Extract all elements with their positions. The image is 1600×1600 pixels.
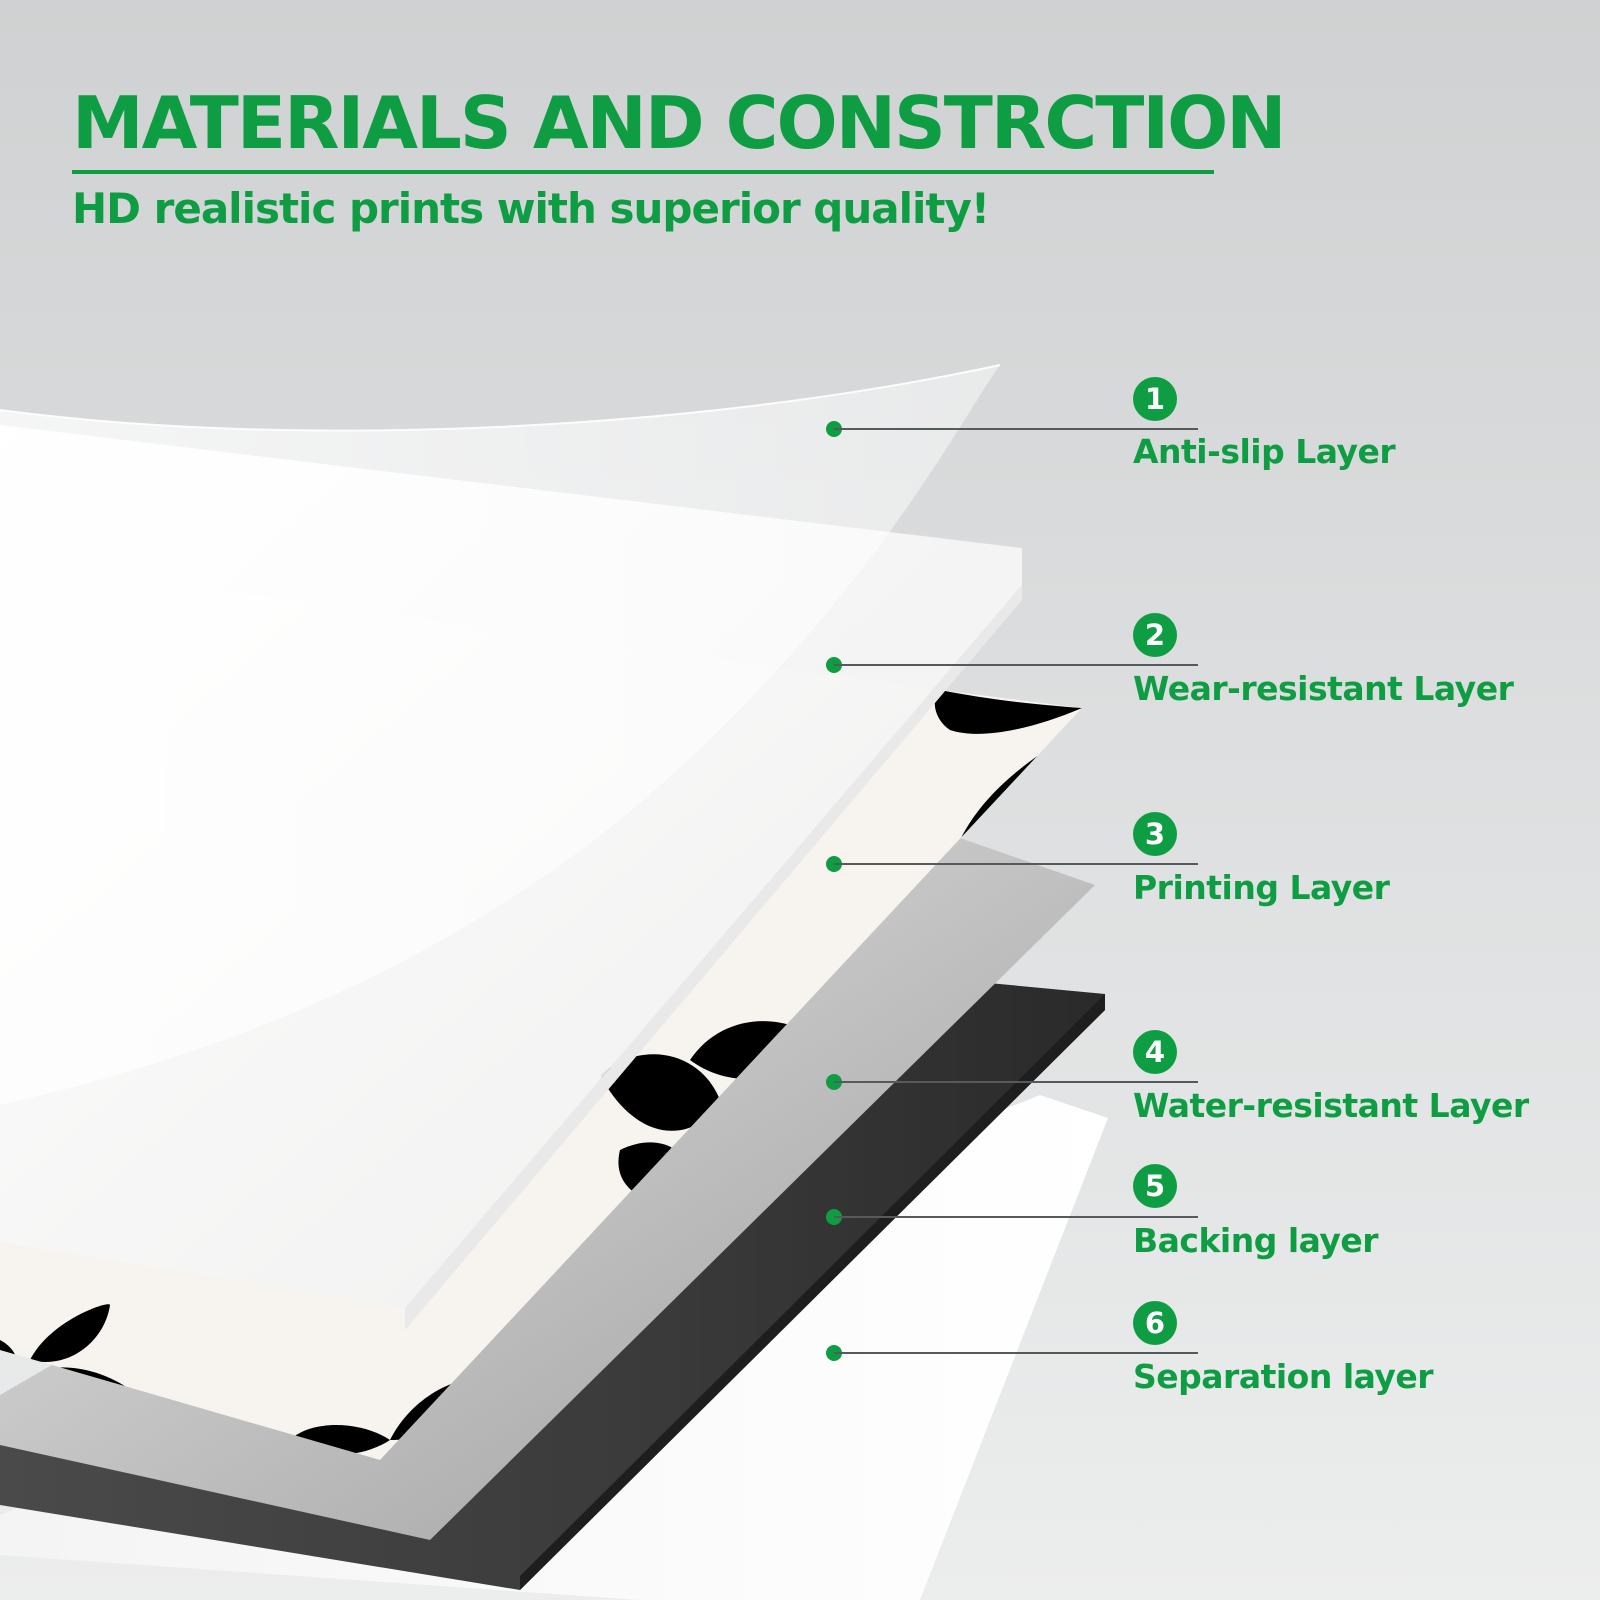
layer-number-badge: 3	[1133, 812, 1177, 856]
layer-number-badge: 1	[1133, 377, 1177, 421]
petal-shape	[934, 690, 1082, 734]
page-subtitle: HD realistic prints with superior qualit…	[72, 184, 990, 233]
layer-number-badge: 2	[1133, 613, 1177, 657]
title-underline	[72, 170, 1214, 174]
callout-leader-line	[834, 863, 1198, 865]
page-title: MATERIALS AND CONSTRCTION	[72, 81, 1287, 165]
callout-leader-line	[834, 1216, 1198, 1218]
callout-leader-line	[834, 664, 1198, 666]
layer-number-badge: 5	[1133, 1164, 1177, 1208]
anti-slip-layer-sheet	[0, 365, 1000, 1105]
layer-label: Separation layer	[1133, 1357, 1434, 1396]
wear-resistant-layer-edge	[405, 548, 1022, 1330]
layer-label: Backing layer	[1133, 1221, 1379, 1260]
callout-leader-line	[834, 1352, 1198, 1354]
petal-shape	[600, 1054, 720, 1131]
layer-number-badge: 6	[1133, 1301, 1177, 1345]
layer-label: Wear-resistant Layer	[1133, 669, 1514, 708]
anti-slip-layer-highlight	[0, 364, 1001, 432]
layer-number-badge: 4	[1133, 1030, 1177, 1074]
backing-layer-edge	[520, 994, 1105, 1590]
header: MATERIALS AND CONSTRCTION HD realistic p…	[72, 78, 1287, 233]
callout-leader-line	[834, 1081, 1198, 1083]
layer-label: Water-resistant Layer	[1133, 1086, 1529, 1125]
callout-leader-line	[834, 428, 1198, 430]
layer-label: Printing Layer	[1133, 868, 1390, 907]
layer-label: Anti-slip Layer	[1133, 432, 1396, 471]
petal-shape	[30, 1304, 110, 1362]
